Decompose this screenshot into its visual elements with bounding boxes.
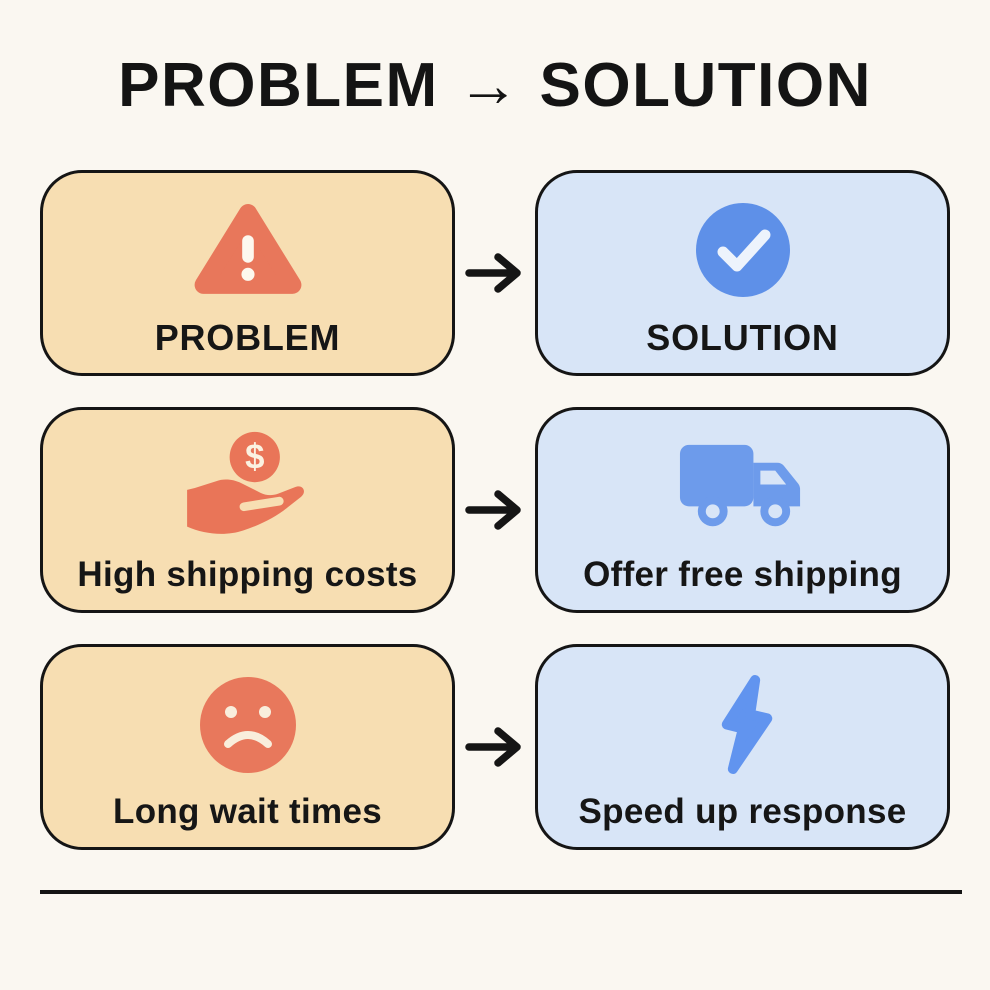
row-problem-solution: Long wait times Speed up response bbox=[40, 644, 950, 850]
row-problem-solution: PROBLEM SOLUTION bbox=[40, 170, 950, 376]
solution-card: Speed up response bbox=[535, 644, 950, 850]
solution-card: SOLUTION bbox=[535, 170, 950, 376]
page-title: PROBLEM → SOLUTION bbox=[118, 51, 872, 120]
arrow-icon bbox=[455, 487, 535, 533]
problem-card: PROBLEM bbox=[40, 170, 455, 376]
arrow-icon bbox=[455, 250, 535, 296]
card-label: PROBLEM bbox=[154, 317, 341, 359]
problem-card: $ High shipping costs bbox=[40, 407, 455, 613]
card-label: Long wait times bbox=[113, 791, 382, 831]
card-label: Offer free shipping bbox=[583, 554, 902, 594]
arrow-icon bbox=[455, 724, 535, 770]
check-circle-icon bbox=[693, 194, 793, 306]
card-label: High shipping costs bbox=[77, 554, 418, 594]
delivery-truck-icon bbox=[676, 432, 810, 544]
sad-face-icon bbox=[198, 669, 298, 781]
money-hand-icon: $ bbox=[185, 431, 311, 544]
bottom-divider bbox=[40, 890, 962, 894]
warning-triangle-icon bbox=[193, 194, 303, 306]
rows-container: PROBLEM SOLUTION bbox=[0, 170, 990, 850]
problem-card: Long wait times bbox=[40, 644, 455, 850]
row-problem-solution: $ High shipping costs bbox=[40, 407, 950, 613]
svg-text:$: $ bbox=[245, 437, 264, 476]
card-label: SOLUTION bbox=[646, 317, 839, 359]
solution-card: Offer free shipping bbox=[535, 407, 950, 613]
card-label: Speed up response bbox=[578, 791, 907, 831]
lightning-bolt-icon bbox=[702, 669, 784, 781]
